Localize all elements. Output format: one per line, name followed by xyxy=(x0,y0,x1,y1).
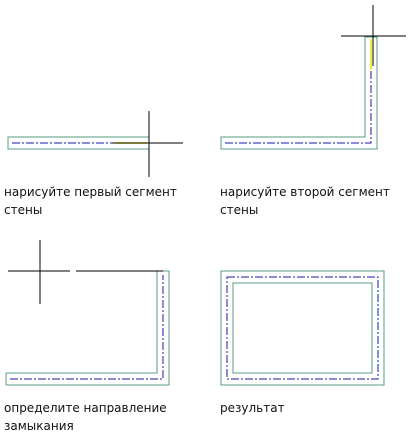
panel-step-1 xyxy=(7,111,183,177)
caption-step-3-line-1: определите направление xyxy=(4,401,167,415)
wall-centerline xyxy=(10,275,164,380)
caption-step-3: определите направление замыкания xyxy=(4,399,167,435)
panel-step-4 xyxy=(220,270,385,386)
wall-l-shape-outline xyxy=(220,36,378,150)
wall-centerline xyxy=(225,70,372,144)
crosshair-cursor-icon xyxy=(341,5,406,66)
caption-step-1-line-2: стены xyxy=(4,203,43,217)
panel-step-2 xyxy=(220,5,406,150)
caption-step-1: нарисуйте первый сегмент стены xyxy=(4,183,177,219)
wall-open-outline xyxy=(6,270,170,386)
caption-step-2-line-1: нарисуйте второй сегмент xyxy=(220,185,390,199)
crosshair-cursor-icon xyxy=(8,240,70,304)
wall-inner-outline xyxy=(232,282,373,374)
caption-step-1-line-1: нарисуйте первый сегмент xyxy=(4,185,177,199)
caption-step-2: нарисуйте второй сегмент стены xyxy=(220,183,390,219)
caption-step-4: результат xyxy=(220,399,285,417)
caption-step-3-line-2: замыкания xyxy=(4,419,74,433)
panel-step-3 xyxy=(5,240,170,386)
crosshair-cursor-icon xyxy=(112,111,183,177)
wall-outer-outline xyxy=(220,270,385,386)
caption-step-2-line-2: стены xyxy=(220,203,259,217)
wall-centerline xyxy=(226,276,379,380)
caption-step-4-line-1: результат xyxy=(220,401,285,415)
